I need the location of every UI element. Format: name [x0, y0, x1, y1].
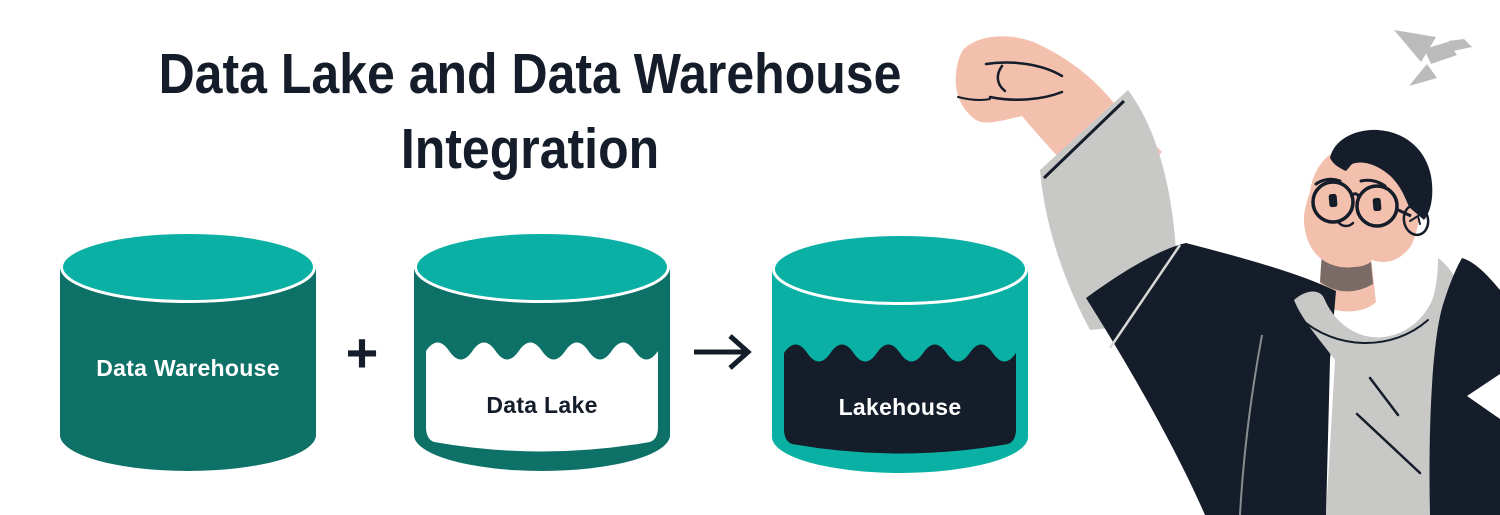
eyebrow-left [1314, 177, 1342, 186]
data-lake-label: Data Lake [486, 392, 598, 418]
eye-left [1328, 193, 1338, 208]
title-line-2: Integration [400, 116, 660, 181]
eyebrow-right [1359, 178, 1387, 188]
lakehouse-node: Lakehouse [772, 233, 1028, 473]
arrow-right-icon [694, 334, 752, 370]
cylinder-lid [772, 233, 1028, 305]
ear-line [1409, 214, 1421, 225]
hoodie-seam-2 [1355, 412, 1422, 475]
plus-operator: + [345, 321, 379, 384]
glasses [1311, 180, 1412, 228]
white-wave-fill [426, 342, 658, 452]
page-title: Data Lake and Data Warehouse Integration [130, 36, 930, 186]
arrow-shape [694, 334, 752, 370]
hair [1330, 129, 1433, 220]
origami-bird-icon [1394, 30, 1472, 86]
hoodie-drawstring [1299, 317, 1429, 344]
data-warehouse-label: Data Warehouse [96, 355, 280, 381]
neck-shadow [1320, 250, 1373, 292]
cuff-line [1042, 99, 1126, 180]
jacket-right [1429, 258, 1500, 515]
jacket-left [1086, 243, 1336, 515]
cylinder-lid [414, 231, 670, 303]
lapel-seam [1239, 334, 1263, 515]
data-warehouse-node: Data Warehouse [60, 231, 316, 471]
hoodie [1294, 258, 1462, 515]
cylinder-lid [60, 231, 316, 303]
eye-right [1372, 197, 1382, 212]
lakehouse-label: Lakehouse [838, 394, 962, 420]
person-illustration [955, 30, 1500, 515]
hoodie-seam-1 [1368, 376, 1400, 417]
cylinder-body [60, 267, 316, 471]
data-lake-cylinder [414, 231, 670, 471]
data-warehouse-cylinder [60, 231, 316, 471]
data-lake-node: Data Lake [414, 231, 670, 471]
head [1303, 129, 1433, 268]
dark-wave-fill [784, 344, 1016, 454]
title-line-1: Data Lake and Data Warehouse [158, 41, 902, 106]
lakehouse-cylinder [772, 233, 1028, 473]
smile [1337, 221, 1355, 228]
sleeve-seam [1108, 244, 1182, 349]
